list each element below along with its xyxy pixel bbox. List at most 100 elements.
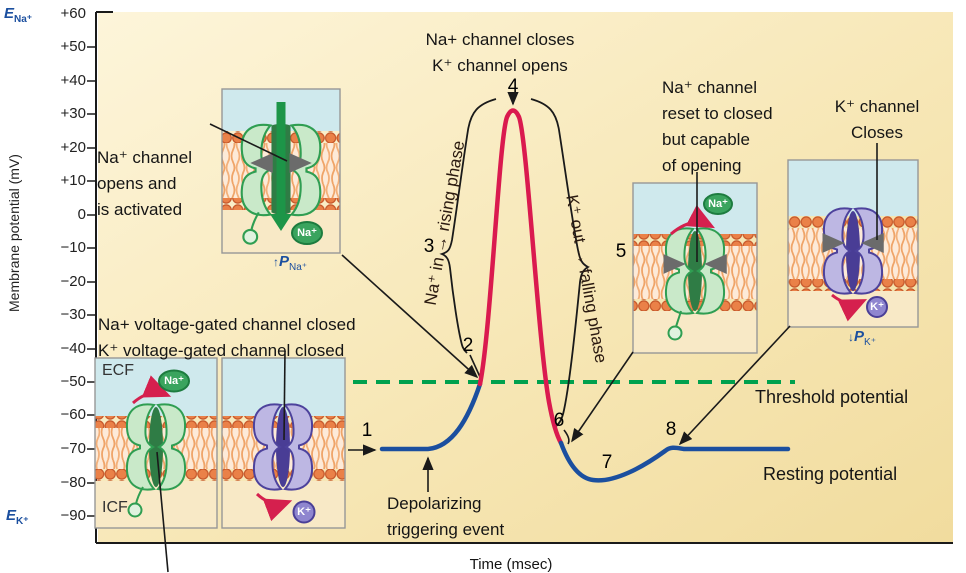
na-blocked-arrow xyxy=(670,204,715,236)
label-threshold-potential: Threshold potential xyxy=(755,387,909,407)
label-voltage-gated-closed: Na+ voltage-gated channel closed K⁺ volt… xyxy=(98,312,356,364)
k-channel-closes-shape xyxy=(822,207,884,295)
y-tick-label: −80 xyxy=(60,474,86,491)
p-symbol: P xyxy=(854,328,865,345)
na-ion-label: Na⁺ xyxy=(708,198,728,210)
label-line: Depolarizing xyxy=(387,494,482,513)
label-na-reset: Na⁺ channel reset to closed but capable … xyxy=(662,75,773,179)
na-ion-label: Na⁺ xyxy=(297,227,317,239)
pointer-lines xyxy=(156,92,878,573)
label-line: Closes xyxy=(851,123,903,142)
point-marker-3: 3 xyxy=(423,236,435,257)
x-axis-title: Time (msec) xyxy=(411,552,611,573)
point-marker-2: 2 xyxy=(462,335,474,356)
na-blocked-arrow xyxy=(132,375,172,405)
curve-depolarization-blue xyxy=(379,381,483,452)
p-na-sub: Na⁺ xyxy=(288,262,308,273)
y-tick-label: −20 xyxy=(60,273,86,290)
na-channel-reset-shape xyxy=(664,227,726,341)
action-potential-curve xyxy=(379,108,791,483)
inset-k-channel-closed xyxy=(221,357,346,529)
label-line: Na+ voltage-gated channel closed xyxy=(98,315,356,334)
point-marker-8: 8 xyxy=(665,419,677,440)
curve-repolarization-blue xyxy=(558,440,791,483)
inset-na-channel-reset xyxy=(632,182,758,354)
inset-k-channel-closes xyxy=(787,159,919,328)
y-tick-label: +30 xyxy=(60,105,86,122)
p-symbol: P xyxy=(278,253,289,270)
k-blocked-arrow xyxy=(831,293,868,322)
label-line: Na+ channel closes xyxy=(425,30,575,49)
icf-label: ICF xyxy=(102,499,128,516)
y-tick-label: +20 xyxy=(60,139,86,156)
y-tick-label: +10 xyxy=(60,172,86,189)
label-line: reset to closed xyxy=(662,104,773,123)
label-k-closes: K⁺ channel Closes xyxy=(817,94,937,146)
na-influx-arrowhead xyxy=(270,214,292,231)
k-ion xyxy=(866,296,888,318)
label-line: K⁺ channel xyxy=(834,97,920,116)
phase-braces xyxy=(439,98,590,428)
y-tick-label: −30 xyxy=(60,306,86,323)
e-na-symbol: E xyxy=(4,5,15,22)
e-na-sub: Na⁺ xyxy=(14,14,33,25)
k-blocked-arrow xyxy=(255,492,293,522)
y-tick-label: −70 xyxy=(60,440,86,457)
label-line: is activated xyxy=(97,200,183,219)
label-depolarizing-event: Depolarizing triggering event xyxy=(387,491,504,543)
e-k-sub: K⁺ xyxy=(16,516,29,527)
label-line: Na⁺ channel xyxy=(662,78,757,97)
x-axis-title-text: Time (msec) xyxy=(469,556,553,573)
y-tick-label: +50 xyxy=(60,38,86,55)
y-tick-marks xyxy=(87,46,96,517)
label-line: triggering event xyxy=(387,520,505,539)
label-line: K⁺ channel opens xyxy=(432,56,568,75)
label-resting-potential: Resting potential xyxy=(763,464,898,484)
na-ion xyxy=(291,221,323,245)
k-channel-closed-shape xyxy=(252,403,314,491)
curve-spike-red xyxy=(477,108,564,446)
na-ion xyxy=(158,369,190,393)
y-tick-label: 0 xyxy=(77,206,86,223)
point-marker-4: 4 xyxy=(507,76,519,97)
point-marker-5: 5 xyxy=(615,241,627,262)
na-ion xyxy=(703,193,733,215)
p-k-sub: K⁺ xyxy=(864,337,876,348)
na-ion-label: Na⁺ xyxy=(164,375,184,387)
y-tick-label: −50 xyxy=(60,373,86,390)
e-k-label: EK⁺ xyxy=(6,507,29,527)
label-line: but capable xyxy=(662,130,750,149)
label-na-opens: Na⁺ channel opens and is activated xyxy=(97,145,192,223)
e-na-label: ENa⁺ xyxy=(4,5,32,25)
ecf-label: ECF xyxy=(102,362,134,379)
p-na-label: ↑PNa⁺ xyxy=(255,253,325,273)
label-line: Na⁺ channel xyxy=(97,148,192,167)
point-marker-6: 6 xyxy=(553,410,565,431)
label-line: K⁺ voltage-gated channel closed xyxy=(98,341,345,360)
e-k-symbol: E xyxy=(6,507,17,524)
y-tick-label: −10 xyxy=(60,239,86,256)
label-na-closes-k-opens: Na+ channel closes K⁺ channel opens xyxy=(380,27,620,79)
y-tick-label: −60 xyxy=(60,406,86,423)
point-marker-1: 1 xyxy=(361,420,373,441)
rising-phase-brace xyxy=(439,98,497,354)
k-ion-label: K⁺ xyxy=(870,301,884,313)
up-arrow-icon: ↑ xyxy=(272,255,279,269)
y-tick-label: −90 xyxy=(60,507,86,524)
p-k-label: ↓PK⁺ xyxy=(827,328,897,348)
down-arrow-icon: ↓ xyxy=(848,330,855,344)
point-marker-7: 7 xyxy=(601,452,613,473)
y-tick-label: +60 xyxy=(60,5,86,22)
label-line: opens and xyxy=(97,174,177,193)
y-tick-label: −40 xyxy=(60,340,86,357)
k-ion-label: K⁺ xyxy=(297,506,311,518)
label-line: of opening xyxy=(662,156,742,175)
inset-na-channel-closed xyxy=(94,357,218,529)
na-channel-closed-shape xyxy=(125,403,187,518)
y-axis-title: Membrane potential (mV) xyxy=(6,154,22,312)
inset-na-channel-open xyxy=(221,88,341,254)
k-ion xyxy=(292,500,316,524)
y-tick-label: +40 xyxy=(60,72,86,89)
